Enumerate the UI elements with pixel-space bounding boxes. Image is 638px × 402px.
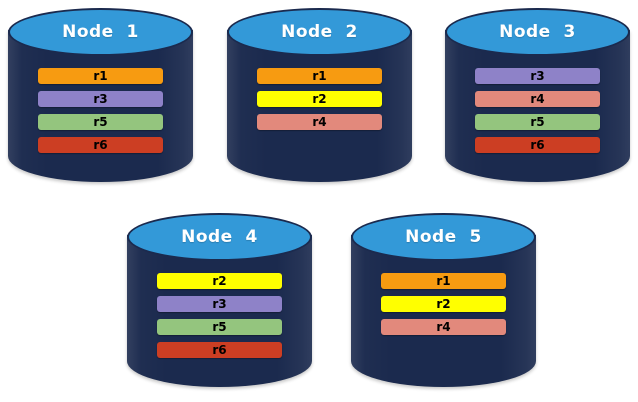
database-node-2[interactable]: Node 2 r1 r2 r4 bbox=[227, 8, 412, 186]
cylinder-top-ellipse bbox=[127, 213, 312, 261]
replica-bar[interactable]: r2 bbox=[257, 91, 382, 107]
database-node-1[interactable]: Node 1 r1 r3 r5 r6 bbox=[8, 8, 193, 186]
replica-list: r3 r4 r5 r6 bbox=[475, 68, 600, 153]
replica-bar[interactable]: r6 bbox=[157, 342, 282, 358]
replica-bar[interactable]: r4 bbox=[257, 114, 382, 130]
replica-bar[interactable]: r1 bbox=[257, 68, 382, 84]
replica-bar[interactable]: r6 bbox=[38, 137, 163, 153]
replica-list: r1 r2 r4 bbox=[257, 68, 382, 130]
node-label: Node 2 bbox=[281, 22, 358, 42]
replica-bar[interactable]: r5 bbox=[157, 319, 282, 335]
replica-list: r1 r3 r5 r6 bbox=[38, 68, 163, 153]
replica-bar[interactable]: r2 bbox=[157, 273, 282, 289]
database-node-3[interactable]: Node 3 r3 r4 r5 r6 bbox=[445, 8, 630, 186]
replica-bar[interactable]: r3 bbox=[38, 91, 163, 107]
replica-bar[interactable]: r4 bbox=[381, 319, 506, 335]
replica-bar[interactable]: r1 bbox=[38, 68, 163, 84]
database-node-5[interactable]: Node 5 r1 r2 r4 bbox=[351, 213, 536, 391]
replica-bar[interactable]: r5 bbox=[475, 114, 600, 130]
replica-bar[interactable]: r4 bbox=[475, 91, 600, 107]
replica-bar[interactable]: r1 bbox=[381, 273, 506, 289]
replica-bar[interactable]: r6 bbox=[475, 137, 600, 153]
cylinder-top-ellipse bbox=[351, 213, 536, 261]
replica-bar[interactable]: r3 bbox=[475, 68, 600, 84]
node-label: Node 1 bbox=[62, 22, 139, 42]
node-label: Node 5 bbox=[405, 227, 482, 247]
replica-list: r1 r2 r4 bbox=[381, 273, 506, 335]
replica-list: r2 r3 r5 r6 bbox=[157, 273, 282, 358]
replica-bar[interactable]: r5 bbox=[38, 114, 163, 130]
node-label: Node 3 bbox=[499, 22, 576, 42]
cylinder-top-ellipse bbox=[8, 8, 193, 56]
cylinder-top-ellipse bbox=[445, 8, 630, 56]
node-label: Node 4 bbox=[181, 227, 258, 247]
replica-bar[interactable]: r2 bbox=[381, 296, 506, 312]
replica-bar[interactable]: r3 bbox=[157, 296, 282, 312]
database-node-4[interactable]: Node 4 r2 r3 r5 r6 bbox=[127, 213, 312, 391]
cylinder-top-ellipse bbox=[227, 8, 412, 56]
